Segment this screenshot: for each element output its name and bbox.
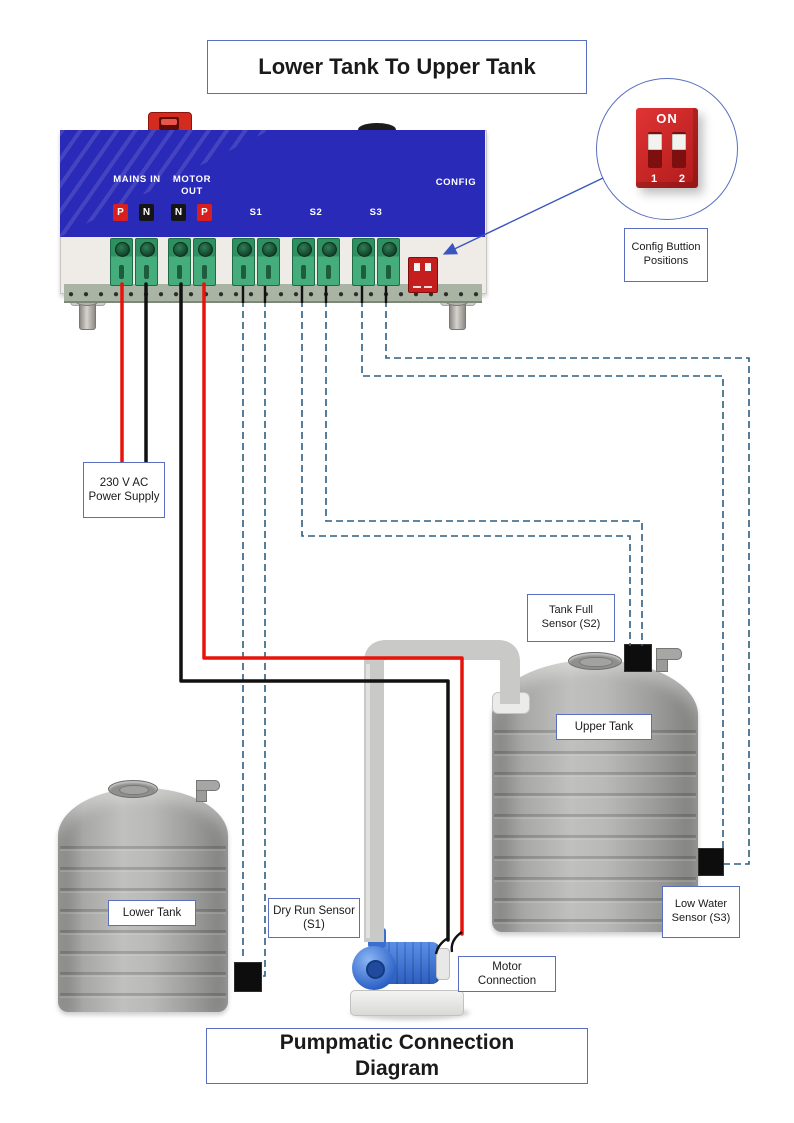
terminal-cell <box>168 238 191 286</box>
terminal-cell <box>110 238 133 286</box>
diagram-title: Lower Tank To Upper Tank <box>207 40 587 94</box>
lower-tank-inlet-elbow <box>196 780 220 791</box>
lower-tank-callout: Lower Tank <box>108 900 196 926</box>
terminal-screw <box>382 242 397 257</box>
lower-tank-lid <box>108 780 158 798</box>
dip-nub-1 <box>414 263 420 271</box>
dip-number-2: 2 <box>678 173 685 185</box>
dry-run-sensor <box>234 962 262 992</box>
dip-number-1: 1 <box>651 173 658 185</box>
dip-marking <box>424 286 432 288</box>
terminal-screw <box>115 242 130 257</box>
terminal-cell <box>292 238 315 286</box>
terminal-screw <box>237 242 252 257</box>
terminal-screw <box>322 242 337 257</box>
terminal-cell <box>232 238 255 286</box>
config-dip-switch <box>408 257 438 293</box>
dip-on-label: ON <box>656 111 678 126</box>
power-switch-rocker <box>161 119 177 125</box>
terminal-cell <box>352 238 375 286</box>
motor-neutral-tag: N <box>171 204 186 221</box>
terminal-cell <box>377 238 400 286</box>
terminal-slot <box>266 265 271 279</box>
terminal-cell <box>257 238 280 286</box>
pump-outlet <box>368 928 386 948</box>
motor-phase-wire <box>202 282 464 936</box>
dip-marking <box>413 286 421 288</box>
upper-tank-inlet-fitting <box>492 692 530 714</box>
terminal-label-s2: S2 <box>309 207 323 218</box>
terminal-slot <box>144 265 149 279</box>
motor-phase-tag: P <box>197 204 212 221</box>
mains-neutral-tag: N <box>139 204 154 221</box>
terminal-screw <box>357 242 372 257</box>
terminal-slot <box>202 265 207 279</box>
dip-nub-2 <box>425 263 431 271</box>
terminal-label-s3: S3 <box>369 207 383 218</box>
s3-terminal-block <box>352 238 400 286</box>
terminal-cell <box>317 238 340 286</box>
terminal-slot <box>301 265 306 279</box>
s2-terminal-block <box>292 238 340 286</box>
pump-base-plate <box>350 990 464 1016</box>
terminal-screw <box>262 242 277 257</box>
dry-run-callout: Dry Run Sensor (S1) <box>268 898 360 938</box>
motor-out-label: MOTOR OUT <box>172 174 212 197</box>
terminal-screw <box>173 242 188 257</box>
dip-inset-nub-2 <box>672 134 686 150</box>
motor-connection-callout: Motor Connection <box>458 956 556 992</box>
lower-tank-lid-inner <box>118 784 150 796</box>
terminal-slot <box>177 265 182 279</box>
pump-fan-cover <box>436 948 450 980</box>
terminal-slot <box>386 265 391 279</box>
lower-tank-ribs <box>60 846 226 1007</box>
terminal-screw <box>198 242 213 257</box>
terminal-screw <box>297 242 312 257</box>
dip-switch-numbers: 1 2 <box>636 173 698 185</box>
low-water-callout: Low Water Sensor (S3) <box>662 886 740 938</box>
terminal-slot <box>241 265 246 279</box>
low-water-sensor <box>698 848 724 876</box>
terminal-screw <box>140 242 155 257</box>
terminal-cell <box>135 238 158 286</box>
config-positions-callout: Config Buttion Positions <box>624 228 708 282</box>
water-pipe <box>364 640 520 942</box>
s1-sensor-wire-b <box>262 300 266 977</box>
tank-full-callout: Tank Full Sensor (S2) <box>527 594 615 642</box>
config-inset-dip-switch: ON 1 2 <box>636 108 698 188</box>
controller-front-panel <box>60 130 485 237</box>
mains-phase-tag: P <box>113 204 128 221</box>
footer-title-line2: Diagram <box>354 1057 440 1080</box>
terminal-cell <box>193 238 216 286</box>
power-supply-callout: 230 V AC Power Supply <box>83 462 165 518</box>
s1-terminal-block <box>232 238 280 286</box>
footer-title: Pumpmatic Connection Diagram <box>206 1028 588 1084</box>
footer-title-line1: Pumpmatic Connection <box>279 1030 515 1054</box>
terminal-slot <box>326 265 331 279</box>
config-label: CONFIG <box>435 177 477 188</box>
dip-inset-nub-1 <box>648 134 662 150</box>
upper-tank-lid <box>568 652 622 670</box>
terminal-slot <box>361 265 366 279</box>
terminal-label-s1: S1 <box>249 207 263 218</box>
tank-full-sensor <box>624 644 652 672</box>
mains-in-label: MAINS IN <box>113 174 161 185</box>
upper-tank-callout: Upper Tank <box>556 714 652 740</box>
pump-hub <box>366 960 385 979</box>
upper-tank-overflow-elbow <box>656 648 682 660</box>
mains-terminal-block <box>110 238 158 286</box>
motor-terminal-block <box>168 238 216 286</box>
terminal-slot <box>119 265 124 279</box>
upper-tank-lid-inner <box>579 656 613 668</box>
